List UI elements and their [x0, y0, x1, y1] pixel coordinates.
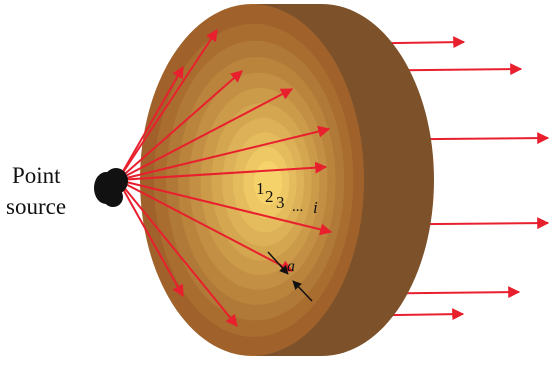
- incoming-ray: [117, 161, 328, 181]
- source-label-line1: Point: [12, 163, 61, 188]
- width-symbol: a: [287, 258, 295, 275]
- point-source-blob: [103, 187, 123, 207]
- zone-width-indicator: a: [267, 251, 313, 302]
- incoming-rays: [117, 28, 333, 327]
- source-label-line2: source: [6, 194, 66, 219]
- zone-rings: [140, 4, 364, 356]
- incoming-ray: [117, 125, 331, 181]
- zone-number-i: i: [313, 198, 318, 217]
- width-arrow-lower: [292, 280, 313, 302]
- incoming-ray: [117, 179, 184, 298]
- zone-number-3: 3: [276, 193, 285, 212]
- point-source: [94, 168, 128, 207]
- zone-ellipsis: ...: [292, 199, 303, 215]
- zone-number-2: 2: [265, 187, 274, 206]
- zone-plate: [140, 4, 434, 356]
- incoming-ray: [117, 179, 294, 272]
- width-arrow-upper: [267, 251, 289, 275]
- incoming-ray: [117, 70, 243, 181]
- zone-number-1: 1: [256, 179, 265, 198]
- incoming-ray: [117, 65, 184, 181]
- incoming-ray: [117, 88, 294, 181]
- incoming-ray: [117, 28, 218, 181]
- incoming-ray: [117, 179, 238, 327]
- incoming-ray: [117, 179, 333, 236]
